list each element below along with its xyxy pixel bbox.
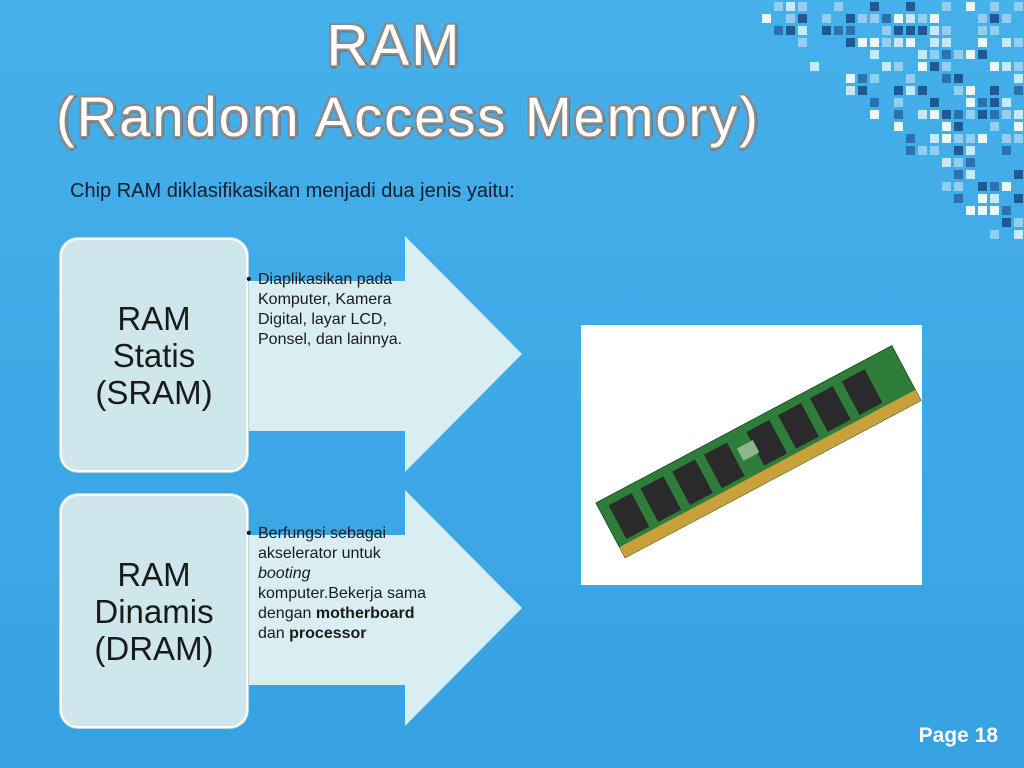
dram-bullet-processor: processor bbox=[289, 625, 367, 642]
sram-bullet-text: Diaplikasikan pada Komputer, Kamera Digi… bbox=[258, 271, 403, 348]
sram-label-line2: Statis bbox=[112, 336, 196, 374]
arrow-shape-dram bbox=[200, 490, 522, 726]
ram-module-image bbox=[581, 325, 922, 585]
slide-title-line1: RAM bbox=[326, 13, 462, 78]
sram-label-line3: (SRAM) bbox=[95, 373, 213, 411]
dram-label-line2: Dinamis bbox=[94, 592, 214, 630]
page-number: Page 18 bbox=[918, 724, 998, 747]
sram-bullet: • Diaplikasikan pada Komputer, Kamera Di… bbox=[246, 270, 436, 350]
dram-bullet-text: Berfungsi sebagai akselerator untuk boot… bbox=[246, 524, 436, 644]
bullet-dot-icon: • bbox=[246, 525, 252, 542]
sram-label: RAM Statis (SRAM) bbox=[95, 300, 212, 411]
dram-label-line1: RAM bbox=[117, 555, 191, 593]
dram-bullet: • Berfungsi sebagai akselerator untuk bo… bbox=[246, 524, 436, 644]
bullet-dot-icon: • bbox=[246, 271, 252, 288]
dram-label-line3: (DRAM) bbox=[94, 629, 214, 667]
pixel-pattern-decoration bbox=[762, 2, 1023, 239]
dram-bullet-part5: dan bbox=[258, 625, 290, 642]
slide-title-line2: (Random Access Memory) bbox=[56, 85, 760, 148]
arrow-shape-sram bbox=[200, 236, 522, 472]
dram-bullet-motherboard: motherboard bbox=[315, 605, 415, 622]
intro-text: Chip RAM diklasifikasikan menjadi dua je… bbox=[70, 180, 515, 202]
sram-label-line1: RAM bbox=[117, 299, 191, 337]
dram-label: RAM Dinamis (DRAM) bbox=[94, 556, 213, 667]
sram-box: RAM Statis (SRAM) bbox=[60, 238, 248, 472]
dram-bullet-part3: komputer.Bekerja sama dengan bbox=[258, 585, 427, 622]
dram-box: RAM Dinamis (DRAM) bbox=[60, 494, 248, 728]
dram-bullet-booting: booting bbox=[258, 565, 311, 582]
dram-bullet-part1: Berfungsi sebagai akselerator untuk bbox=[258, 525, 387, 562]
